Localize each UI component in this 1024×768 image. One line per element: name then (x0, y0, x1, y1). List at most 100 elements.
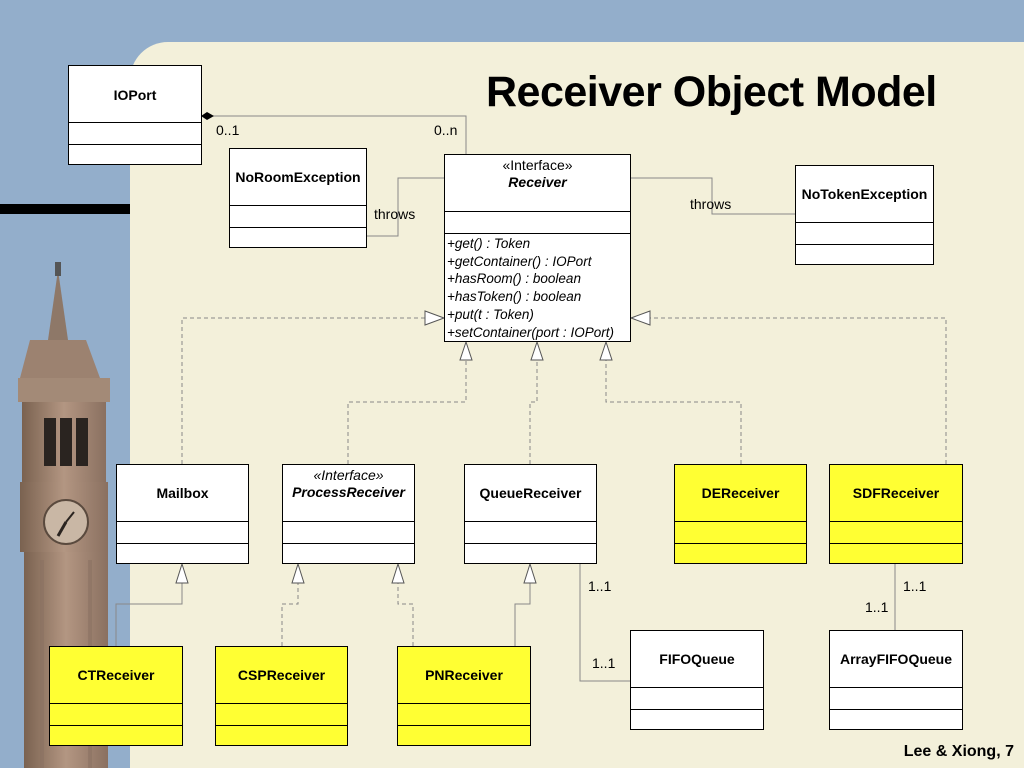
triangle-receiver-left (424, 310, 446, 326)
divider (69, 144, 201, 145)
notoken-throws-line (630, 177, 795, 215)
multiplicity-label-sdf-top: 1..1 (903, 578, 927, 594)
class-name: NoTokenException (801, 186, 928, 202)
operation: +hasToken() : boolean (447, 289, 582, 305)
triangle-mailbox (175, 562, 189, 584)
dereceiver-realization (605, 360, 742, 464)
triangle-processreceiver-1 (291, 562, 305, 584)
slide-title: Receiver Object Model (486, 68, 937, 116)
triangle-receiver-1 (459, 340, 473, 361)
class-pnreceiver[interactable]: PNReceiver (397, 646, 531, 746)
class-name: CSPReceiver (237, 667, 326, 683)
accent-bar (0, 204, 130, 214)
divider (117, 543, 248, 544)
divider (465, 543, 596, 544)
triangle-queuereceiver (523, 562, 537, 584)
throws-label-left: throws (374, 206, 416, 222)
divider (216, 703, 347, 704)
divider (830, 709, 962, 710)
stereotype: «Interface» (313, 467, 384, 483)
multiplicity-label-queue-bottom: 1..1 (592, 655, 616, 671)
cspreceiver-realization (281, 583, 299, 646)
ioport-receiver-association (213, 115, 467, 154)
divider (398, 725, 530, 726)
class-name: ArrayFIFOQueue (839, 651, 953, 667)
triangle-receiver-2 (530, 340, 544, 361)
stereotype: «Interface» (502, 157, 573, 173)
class-noroomexception[interactable]: NoRoomException (229, 148, 367, 248)
class-name: Mailbox (156, 485, 209, 501)
pnreceiver-generalization (514, 583, 531, 646)
divider (283, 543, 414, 544)
class-queuereceiver[interactable]: QueueReceiver (464, 464, 597, 564)
class-cspreceiver[interactable]: CSPReceiver (215, 646, 348, 746)
operations-list: +get() : Token +getContainer() : IOPort … (447, 235, 614, 341)
divider (216, 725, 347, 726)
pnreceiver-realization (397, 583, 414, 646)
divider (69, 122, 201, 123)
divider (230, 227, 366, 228)
multiplicity-label-ioport: 0..1 (216, 122, 240, 138)
divider (675, 543, 806, 544)
divider (50, 725, 182, 726)
divider (445, 233, 630, 234)
processreceiver-realization (347, 360, 467, 464)
class-name: SDFReceiver (852, 485, 940, 501)
class-name: CTReceiver (77, 667, 155, 683)
class-name: QueueReceiver (479, 485, 582, 501)
class-name: DEReceiver (701, 485, 780, 501)
divider (631, 709, 763, 710)
divider (675, 521, 806, 522)
divider (230, 205, 366, 206)
queuereceiver-realization (529, 360, 538, 464)
class-receiver-interface[interactable]: «Interface» Receiver +get() : Token +get… (444, 154, 631, 342)
multiplicity-label-sdf-bottom: 1..1 (865, 599, 889, 615)
operation: +hasRoom() : boolean (447, 271, 581, 287)
class-processreceiver-interface[interactable]: «Interface» ProcessReceiver (282, 464, 415, 564)
divider (796, 222, 933, 223)
ctreceiver-generalization (115, 583, 183, 646)
throws-label-right: throws (690, 196, 732, 212)
class-notokenexception[interactable]: NoTokenException (795, 165, 934, 265)
class-sdfreceiver[interactable]: SDFReceiver (829, 464, 963, 564)
divider (830, 687, 962, 688)
class-name: ProcessReceiver (292, 484, 405, 500)
triangle-receiver-3 (599, 340, 613, 361)
triangle-receiver-right (629, 310, 651, 326)
divider (445, 211, 630, 212)
multiplicity-label-receiver: 0..n (434, 122, 458, 138)
queue-fifo-association (579, 564, 630, 682)
class-dereceiver[interactable]: DEReceiver (674, 464, 807, 564)
class-name: Receiver (508, 174, 567, 190)
aggregation-diamond (201, 112, 214, 120)
class-name: IOPort (113, 87, 157, 103)
class-ctreceiver[interactable]: CTReceiver (49, 646, 183, 746)
operation: +put(t : Token) (447, 306, 534, 322)
triangle-processreceiver-2 (391, 562, 405, 584)
operation: +setContainer(port : IOPort) (447, 324, 614, 340)
divider (631, 687, 763, 688)
divider (830, 543, 962, 544)
divider (50, 703, 182, 704)
class-fifoqueue[interactable]: FIFOQueue (630, 630, 764, 730)
class-mailbox[interactable]: Mailbox (116, 464, 249, 564)
operation: +getContainer() : IOPort (447, 253, 592, 269)
divider (796, 244, 933, 245)
noroom-throws-line (367, 177, 444, 237)
divider (117, 521, 248, 522)
class-arrayfifoqueue[interactable]: ArrayFIFOQueue (829, 630, 963, 730)
divider (465, 521, 596, 522)
class-ioport[interactable]: IOPort (68, 65, 202, 165)
class-name: PNReceiver (425, 667, 503, 683)
divider (830, 521, 962, 522)
multiplicity-label-queue-top: 1..1 (588, 578, 612, 594)
mailbox-realization (181, 317, 425, 464)
operation: +get() : Token (447, 236, 531, 251)
divider (398, 703, 530, 704)
class-name: FIFOQueue (659, 651, 735, 667)
divider (283, 521, 414, 522)
class-name: NoRoomException (235, 169, 361, 185)
sdfreceiver-realization (650, 317, 947, 464)
